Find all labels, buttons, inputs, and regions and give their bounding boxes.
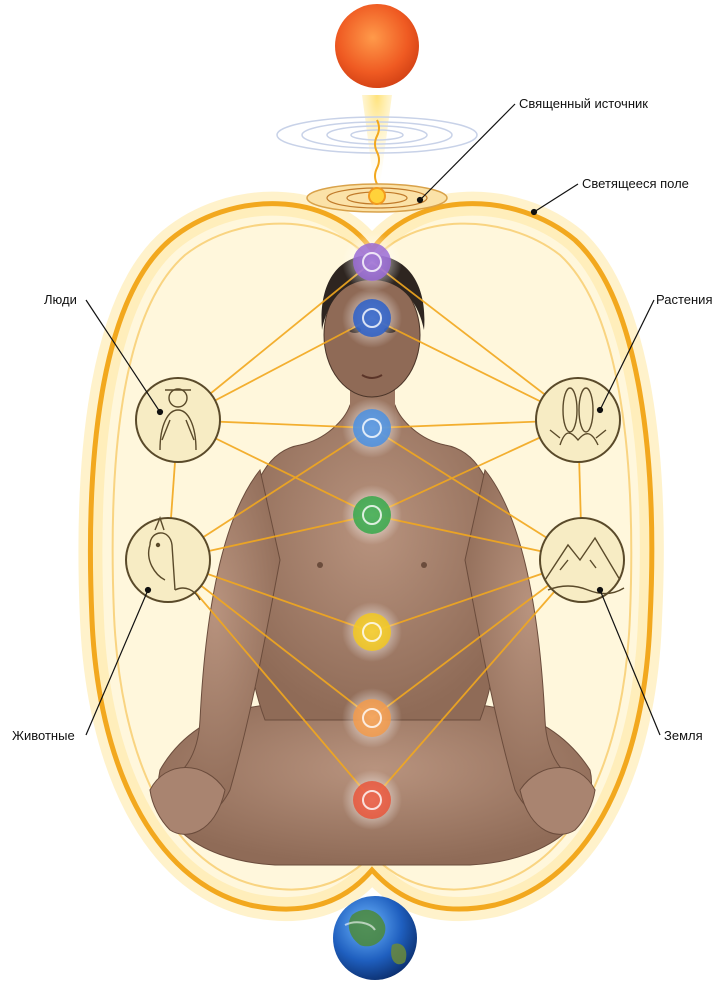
label-animals: Животные	[12, 728, 75, 743]
chakra-solar-plexus	[353, 613, 391, 651]
label-people: Люди	[44, 292, 77, 307]
medallion-plants	[535, 377, 621, 463]
llama-icon	[148, 516, 201, 601]
chakra-sacral	[353, 699, 391, 737]
medallion-earth	[539, 517, 625, 603]
chakra-solar-plexus-core	[362, 622, 382, 642]
chakra-crown	[353, 243, 391, 281]
chakra-throat-core	[362, 418, 382, 438]
label-luminous-field: Светящееся поле	[582, 176, 689, 191]
medallion-animals	[125, 516, 211, 603]
chakra-root-core	[362, 790, 382, 810]
earth	[333, 896, 417, 980]
sun	[335, 4, 419, 185]
mountain-icon	[544, 536, 625, 595]
corn-plant-icon	[549, 387, 607, 446]
leader-lines	[85, 103, 661, 736]
label-plants: Растения	[656, 292, 713, 307]
sacred-source	[276, 116, 478, 213]
chakra-root	[353, 781, 391, 819]
descending-wave	[374, 119, 380, 185]
person-icon	[159, 388, 197, 451]
chakra-throat	[353, 409, 391, 447]
chakra-sacral-core	[362, 708, 382, 728]
label-earth: Земля	[664, 728, 703, 743]
chakra-crown-core	[362, 252, 382, 272]
right-hand	[519, 767, 596, 835]
chakra-third-eye	[353, 299, 391, 337]
label-sacred-source: Священный источник	[519, 96, 648, 111]
chakras	[342, 232, 402, 830]
chakra-third-eye-core	[362, 308, 382, 328]
chakra-heart-core	[362, 505, 382, 525]
chakra-heart	[353, 496, 391, 534]
medallion-people	[135, 377, 221, 463]
left-hand	[149, 767, 226, 835]
sun-icon	[335, 4, 419, 88]
field-outline-outer	[87, 201, 655, 912]
